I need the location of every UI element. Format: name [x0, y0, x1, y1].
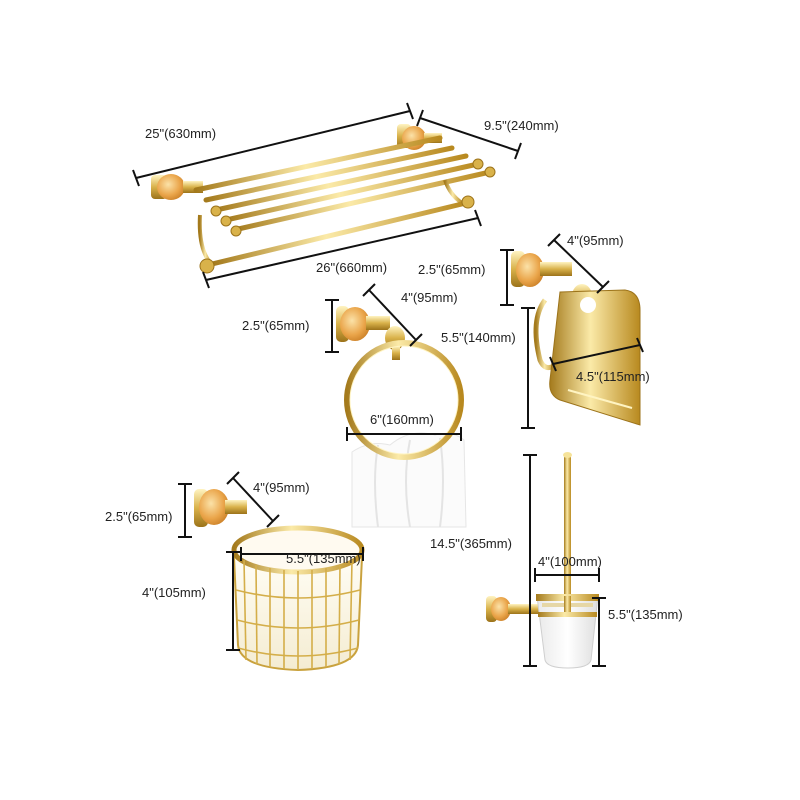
- towel-ring-depth-label: 4"(95mm): [401, 290, 458, 305]
- paper-holder-width-label: 4.5"(115mm): [576, 369, 650, 384]
- paper-holder-depth-label: 4"(95mm): [567, 233, 624, 248]
- towel-rack-bar-label: 26"(660mm): [316, 260, 387, 275]
- toilet-brush-width-label: 4"(100mm): [538, 554, 602, 569]
- paper-holder-base-label: 2.5"(65mm): [418, 262, 485, 277]
- towel-ring-depth-dimension: [362, 283, 423, 347]
- toilet-brush-height-label: 14.5"(365mm): [430, 536, 512, 551]
- toilet-brush-cup-height-dimension: [592, 597, 606, 667]
- towel-rack-bar-dimension: [202, 209, 482, 289]
- basket-diameter-dimension: [240, 547, 364, 561]
- basket-depth-dimension: [226, 471, 280, 528]
- towel-ring-diameter-label: 6"(160mm): [370, 412, 434, 427]
- basket-base-dimension: [178, 483, 192, 538]
- basket-depth-label: 4"(95mm): [253, 480, 310, 495]
- toilet-brush-image: [486, 452, 599, 669]
- towel-ring-base-dimension: [325, 299, 339, 353]
- basket-height-dimension: [226, 551, 240, 651]
- towel-ring-diameter-dimension: [346, 427, 462, 441]
- towel-ring-image: [336, 306, 467, 528]
- towel-rack-width-label: 25"(630mm): [145, 126, 216, 141]
- towel-ring-base-label: 2.5"(65mm): [242, 318, 309, 333]
- towel-rack-width-dimension: [132, 102, 414, 187]
- towel-rack-depth-label: 9.5"(240mm): [484, 118, 559, 133]
- basket-height-label: 4"(105mm): [142, 585, 206, 600]
- toilet-brush-cup-height-label: 5.5"(135mm): [608, 607, 683, 622]
- paper-holder-base-dimension: [500, 249, 514, 306]
- toilet-brush-height-dimension: [523, 454, 537, 667]
- basket-diameter-label: 5.5"(135mm): [286, 551, 361, 566]
- paper-holder-height-dimension: [521, 307, 535, 429]
- towel-rack-depth-dimension: [416, 109, 522, 160]
- paper-holder-width-dimension: [549, 337, 644, 372]
- paper-holder-height-label: 5.5"(140mm): [441, 330, 516, 345]
- basket-image: [194, 489, 365, 672]
- toilet-brush-width-dimension: [534, 568, 600, 582]
- paper-holder-depth-dimension: [547, 233, 610, 294]
- paper-holder-image: [511, 251, 641, 426]
- towel-rack-image: [151, 124, 496, 274]
- basket-base-label: 2.5"(65mm): [105, 509, 172, 524]
